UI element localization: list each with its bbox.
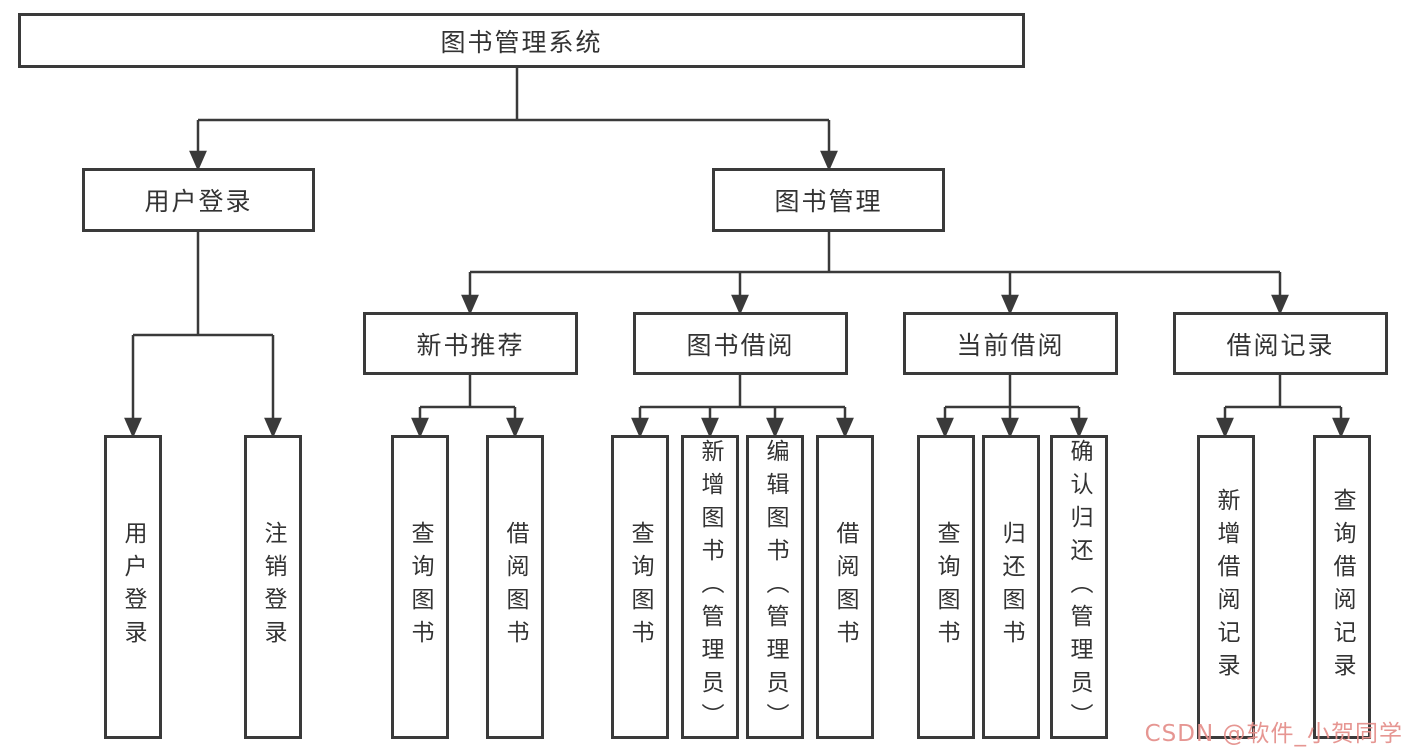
csdn-watermark: CSDN @软件_小贺同学: [1144, 721, 1403, 747]
leaf-query-borrow-record: 查询借阅记录: [1313, 435, 1371, 739]
node-label: 用户登录: [144, 187, 253, 216]
leaf-label: 注销登录: [260, 521, 286, 653]
leaf-label: 查询图书: [627, 521, 653, 653]
node-borrowing-records: 借阅记录: [1173, 312, 1388, 375]
leaf-query-books-recommend: 查询图书: [391, 435, 449, 739]
leaf-borrow-books-recommend: 借阅图书: [486, 435, 544, 739]
leaf-confirm-return-admin: 确认归还（管理员）: [1050, 435, 1108, 739]
leaf-label: 编辑图书（管理员）: [762, 438, 788, 736]
leaf-edit-books-admin: 编辑图书（管理员）: [746, 435, 804, 739]
leaf-label: 用户登录: [120, 521, 146, 653]
node-new-book-recommendation: 新书推荐: [363, 312, 578, 375]
node-book-borrowing: 图书借阅: [633, 312, 848, 375]
node-label: 当前借阅: [956, 330, 1065, 360]
leaf-borrow-books: 借阅图书: [816, 435, 874, 739]
leaf-label: 新增图书（管理员）: [697, 438, 723, 736]
leaf-label: 借阅图书: [832, 521, 858, 653]
node-label: 借阅记录: [1226, 330, 1335, 360]
leaf-user-login: 用户登录: [104, 435, 162, 739]
node-book-management-group: 图书管理: [712, 168, 945, 232]
leaf-label: 查询图书: [407, 521, 433, 653]
leaf-label: 借阅图书: [502, 521, 528, 653]
leaf-logout: 注销登录: [244, 435, 302, 739]
leaf-add-books-admin: 新增图书（管理员）: [681, 435, 739, 739]
leaf-query-books-current: 查询图书: [917, 435, 975, 739]
leaf-label: 查询图书: [933, 521, 959, 653]
leaf-return-books: 归还图书: [982, 435, 1040, 739]
node-root-system: 图书管理系统: [18, 13, 1025, 68]
leaf-label: 确认归还（管理员）: [1066, 438, 1092, 736]
node-root-label: 图书管理系统: [440, 27, 603, 57]
leaf-query-books-borrowing: 查询图书: [611, 435, 669, 739]
node-current-borrowing: 当前借阅: [903, 312, 1118, 375]
leaf-label: 新增借阅记录: [1213, 488, 1239, 686]
node-label: 图书管理: [774, 187, 883, 216]
leaf-label: 归还图书: [998, 521, 1024, 653]
node-label: 新书推荐: [416, 330, 525, 360]
node-user-login-group: 用户登录: [82, 168, 315, 232]
leaf-add-borrow-record: 新增借阅记录: [1197, 435, 1255, 739]
node-label: 图书借阅: [686, 330, 795, 360]
leaf-label: 查询借阅记录: [1329, 488, 1355, 686]
